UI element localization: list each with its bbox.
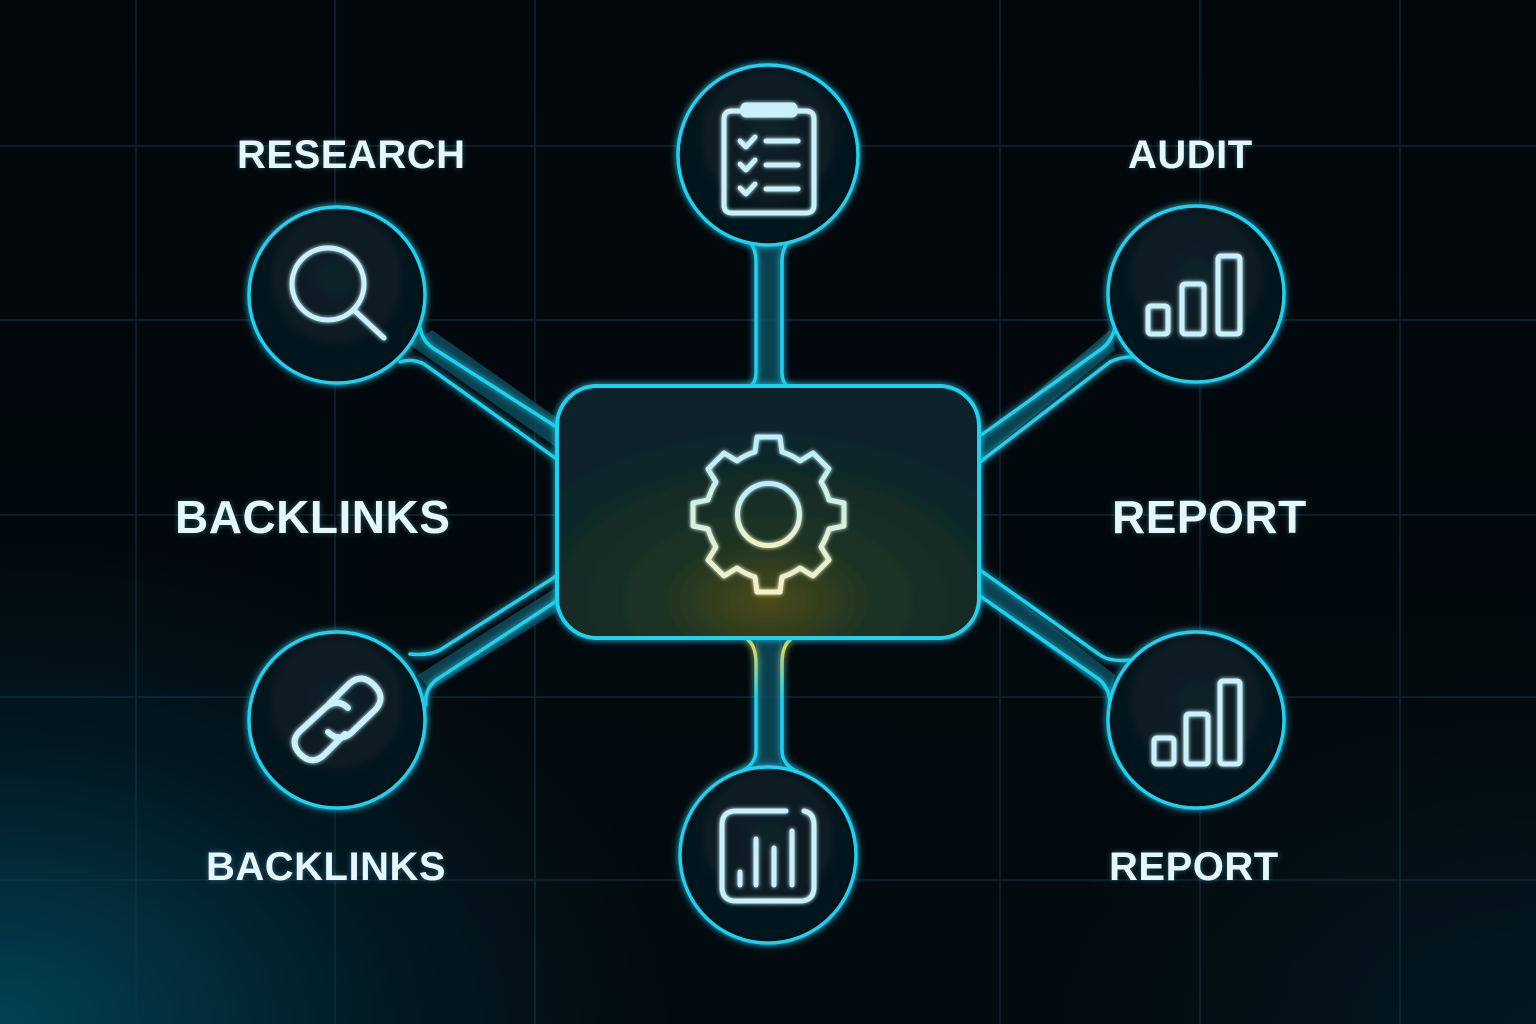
node-upper-right [1106, 204, 1286, 384]
node-lower-left [247, 630, 427, 810]
analytics-chart-icon [719, 808, 817, 904]
bar-chart-icon [1145, 253, 1243, 337]
node-upper-left [247, 205, 427, 385]
node-bottom [678, 765, 858, 945]
label-backlinks-mid: BACKLINKS [175, 491, 451, 543]
hub-box [555, 384, 981, 640]
gear-icon [690, 434, 847, 595]
clipboard-checklist-icon [721, 102, 817, 216]
label-report-bottom: REPORT [1109, 845, 1279, 889]
magnifier-search-icon [289, 245, 387, 341]
label-research: RESEARCH [237, 133, 466, 177]
node-top [676, 63, 860, 247]
bar-chart-icon [1151, 678, 1243, 767]
label-report-mid: REPORT [1112, 491, 1307, 543]
connector-fills [410, 240, 1115, 770]
bottom-connector [738, 638, 800, 774]
label-backlinks-bottom: BACKLINKS [206, 845, 447, 889]
node-lower-right [1106, 630, 1286, 810]
link-chain-icon [291, 675, 384, 764]
label-audit: AUDIT [1128, 133, 1253, 177]
